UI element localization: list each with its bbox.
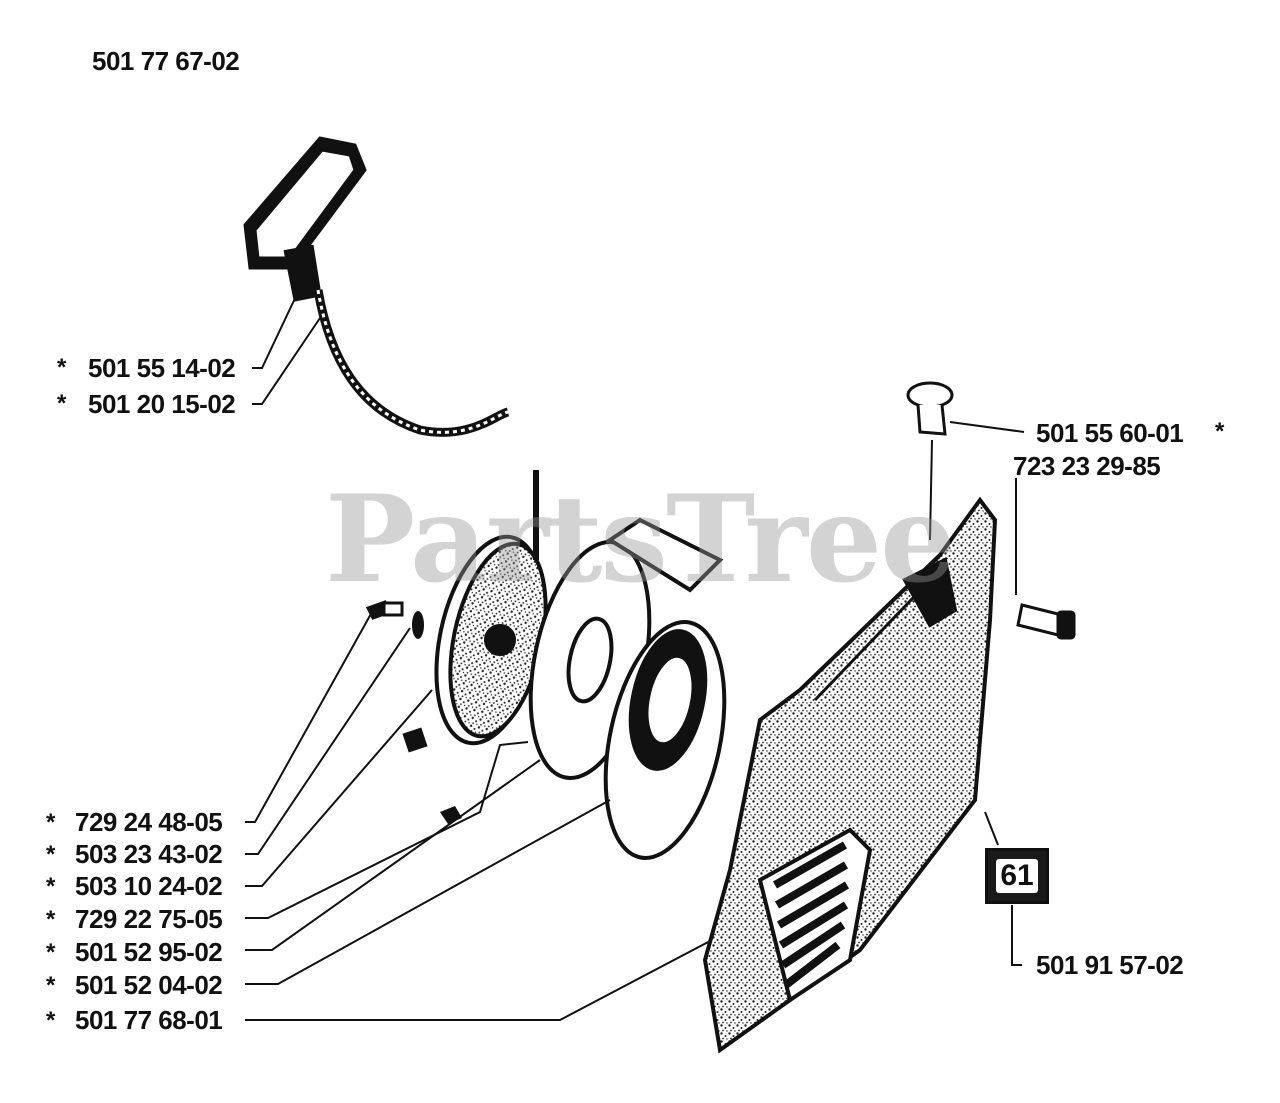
star-marker: * [46, 939, 56, 966]
part-label-pawl[interactable]: 501 52 04-02 [75, 970, 223, 1000]
starter-rope-part [313, 289, 510, 437]
part-label-small-screw[interactable]: 729 22 75-05 [75, 904, 223, 934]
part-label-decal[interactable]: 501 91 57-02 [1036, 950, 1184, 980]
part-badge: 61 [985, 848, 1049, 904]
part-label-spring[interactable]: 501 52 95-02 [75, 937, 223, 967]
cover-screw-part [1016, 603, 1076, 640]
part-label-pulley[interactable]: 503 10 24-02 [75, 871, 223, 901]
part-label-washer[interactable]: 503 23 43-02 [75, 839, 223, 869]
screw-part [365, 600, 404, 620]
pulley-part [402, 534, 548, 753]
part-label-cover-screw[interactable]: 723 23 29-85 [1013, 451, 1161, 481]
part-label-handle[interactable]: 501 55 14-02 [88, 353, 236, 383]
plug-part [906, 381, 954, 436]
leader-lines [245, 291, 1025, 1021]
star-marker: * [46, 873, 56, 900]
assembly-number: 501 77 67-02 [92, 46, 240, 76]
star-marker: * [1215, 418, 1225, 445]
star-marker: * [46, 1007, 56, 1034]
star-marker: * [46, 972, 56, 999]
part-label-screw[interactable]: 729 24 48-05 [75, 807, 223, 837]
star-marker: * [57, 354, 67, 381]
starter-housing-part [702, 496, 998, 1054]
part-label-housing[interactable]: 501 77 68-01 [75, 1005, 223, 1035]
pawl-part [603, 517, 727, 860]
part-label-plug[interactable]: 501 55 60-01 [1036, 418, 1184, 448]
star-marker: * [46, 906, 56, 933]
part-label-rope[interactable]: 501 20 15-02 [88, 389, 236, 419]
star-marker: * [57, 390, 67, 417]
part-badge-number: 61 [996, 859, 1038, 893]
watermark: PartsTree [325, 469, 956, 610]
washer-part [412, 611, 424, 639]
star-marker: * [46, 809, 56, 836]
starter-handle-part [243, 136, 367, 302]
star-marker: * [46, 841, 56, 868]
